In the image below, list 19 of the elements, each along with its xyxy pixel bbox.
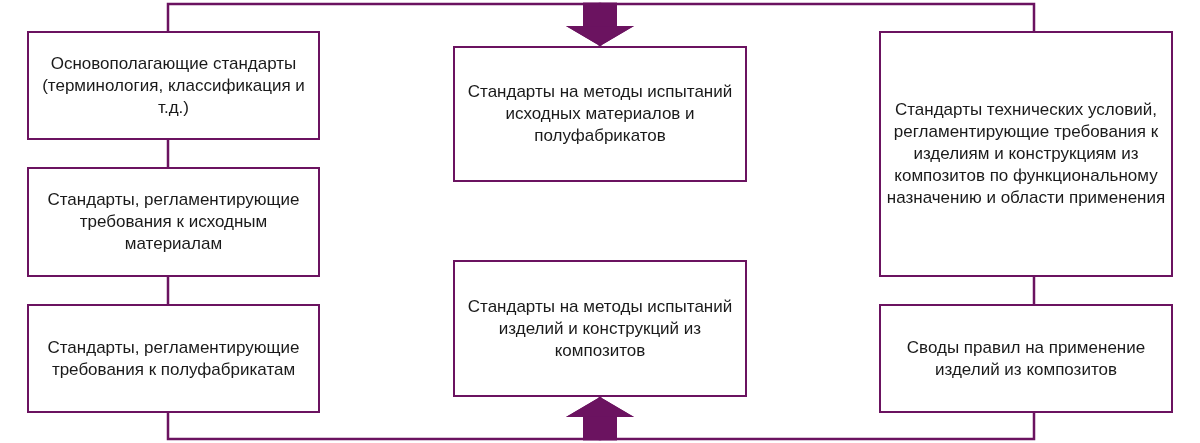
box-label: Стандарты технических условий, регламентирующие требования к изделиям и конструкциям из композитов по функциональному назначению и области применения	[885, 99, 1167, 209]
block-arrow	[566, 2, 1036, 46]
standard-box	[27, 31, 320, 140]
standard-box	[453, 260, 747, 397]
standard-box	[879, 31, 1173, 277]
standard-box	[27, 304, 320, 413]
box-label: Стандарты, регламентирующие требования к исходным материалам	[46, 189, 301, 255]
block-arrow	[566, 397, 1036, 441]
box-label: Стандарты, регламентирующие требования к полуфабрикатам	[46, 336, 301, 381]
standard-box	[27, 167, 320, 277]
connector-line	[1032, 277, 1036, 304]
connector-line	[166, 277, 170, 304]
standard-box	[453, 46, 747, 182]
connector-line	[166, 140, 170, 167]
box-label: Стандарты на методы испытаний исходных материалов и полуфабрикатов	[466, 81, 734, 147]
standard-box	[879, 304, 1173, 413]
box-label: Стандарты на методы испытаний изделий и конструкций из композитов	[466, 295, 734, 362]
box-label: Основополагающие стандарты (терминология, классификация и т.д.)	[41, 52, 306, 119]
box-label: Своды правил на применение изделий из композитов	[905, 336, 1147, 381]
